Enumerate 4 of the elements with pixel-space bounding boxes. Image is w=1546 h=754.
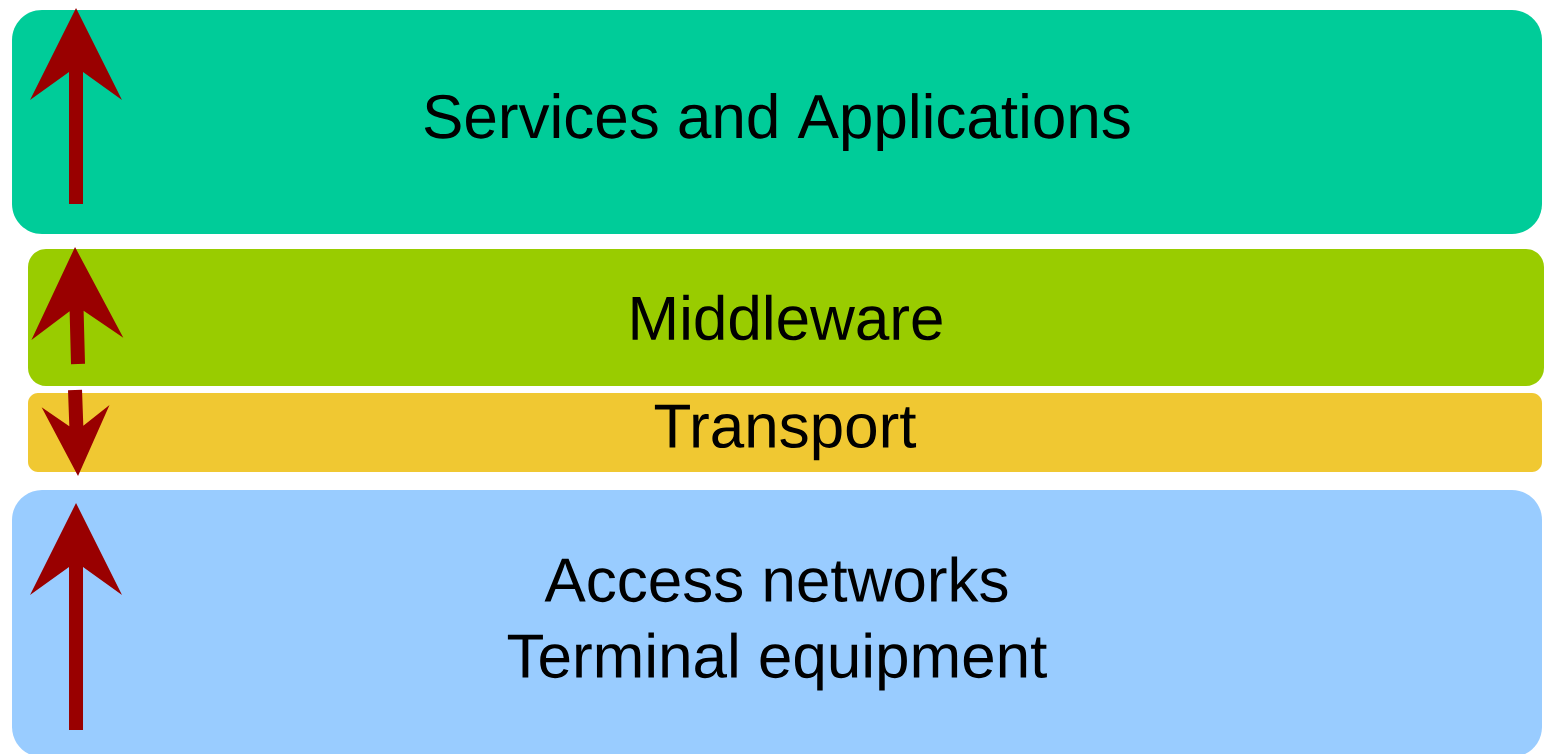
layer-band: Transport bbox=[28, 393, 1542, 472]
layer-band: Middleware bbox=[28, 249, 1544, 386]
layer-band: Services and Applications bbox=[12, 10, 1542, 234]
layer-band: Access networks Terminal equipment bbox=[12, 490, 1542, 754]
